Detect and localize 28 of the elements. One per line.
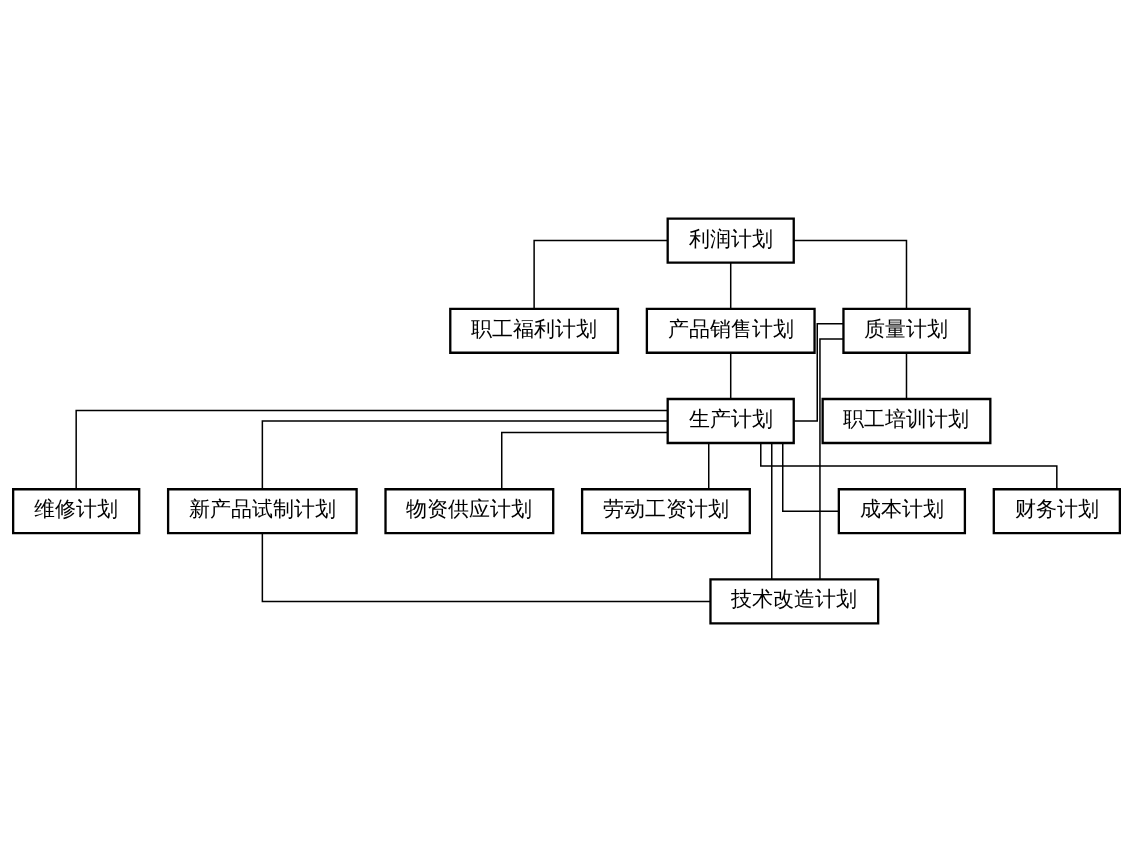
node-box: 职工福利计划 [449,307,620,354]
node-box: 技术改造计划 [709,577,880,625]
node-box: 成本计划 [837,487,967,534]
node-box: 职工培训计划 [821,397,992,444]
connector [261,419,669,490]
connector [793,239,908,309]
node-box: 产品销售计划 [645,307,816,354]
connector [729,351,732,400]
node-box: 质量计划 [842,307,971,354]
connector [782,442,840,512]
node-box: 财务计划 [992,487,1121,534]
connector [771,441,773,580]
node-box: 利润计划 [666,216,795,264]
node-box: 新产品试制计划 [166,487,358,534]
connector [905,351,908,400]
node-box: 生产计划 [666,397,795,444]
node-box: 维修计划 [12,487,141,534]
node-box: 劳动工资计划 [580,487,751,534]
connector [708,442,710,490]
connector [729,261,732,309]
connector [533,239,669,309]
connector [501,431,669,490]
connector [760,441,1058,490]
connector [819,337,844,580]
node-box: 物资供应计划 [384,487,555,534]
connector [261,532,712,602]
connector [793,322,844,422]
connector [75,409,669,490]
